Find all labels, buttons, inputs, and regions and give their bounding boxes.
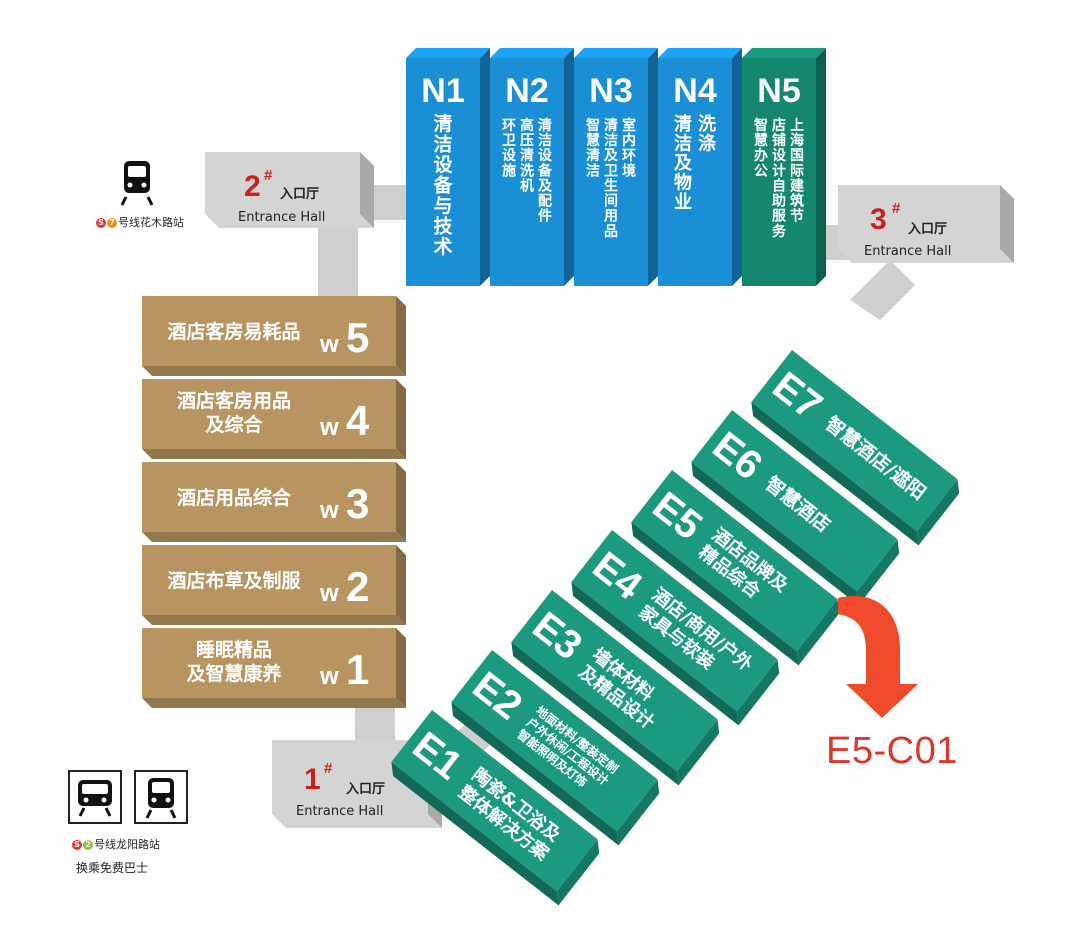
line-badge-top: 7: [107, 218, 117, 228]
hall-category: 酒店用品综合: [177, 486, 292, 509]
entrance-3-number: 3: [870, 203, 887, 236]
hall-category: 智慧办公: [753, 117, 768, 179]
entrance-3[interactable]: 3 # 入口厅 Entrance Hall: [838, 185, 1014, 263]
hall-category: 及综合: [205, 413, 263, 436]
hall-code: N5: [757, 72, 800, 110]
hall-category: 智慧清洁: [585, 117, 600, 179]
entrance-1-number: 1: [304, 763, 321, 796]
hall-category: 室内环境: [622, 117, 636, 179]
hall-code-letter: w: [319, 580, 339, 607]
metro-train-icon: [134, 770, 188, 824]
entrance-2-cn: 入口厅: [280, 187, 319, 202]
hall-category: 环卫设施: [502, 118, 517, 179]
metro-train-icon: [110, 155, 164, 209]
entrance-2[interactable]: 2 # 入口厅 Entrance Hall: [205, 152, 374, 228]
hall-code-letter: w: [319, 663, 339, 690]
entrance-3-mark: #: [892, 200, 901, 217]
hall-code: N2: [505, 72, 548, 110]
hall-category: 清洁及物业: [674, 114, 693, 213]
station-bottom-note: 换乘免费巴士: [76, 861, 149, 875]
hall-code-digit: 4: [346, 397, 370, 444]
entrance-3-en: Entrance Hall: [864, 244, 951, 259]
hall-category: 清洁及卫生间用品: [604, 117, 619, 240]
hall-code: N4: [673, 72, 717, 110]
hall-category: 高压清洗机: [520, 117, 534, 194]
hall-code-digit: 3: [346, 480, 369, 527]
connector-2-west: [318, 220, 358, 300]
hall-category: 清洁设备与技术: [432, 112, 453, 258]
hall-category: 洗涤: [698, 113, 716, 154]
hall-category: 酒店客房易耗品: [167, 320, 300, 343]
hall-category: 酒店布草及制服: [167, 569, 301, 592]
down-arrow-icon: [838, 595, 918, 718]
entrance-2-mark: #: [264, 167, 273, 184]
hall-category: 酒店客房用品: [177, 389, 291, 412]
station-bottom-name: 号线龙阳路站: [94, 838, 160, 851]
entrance-2-en: Entrance Hall: [238, 210, 325, 225]
metro-logo-icon: S: [72, 840, 82, 850]
entrance-3-cn: 入口厅: [908, 222, 947, 237]
hall-code-letter: w: [319, 414, 339, 441]
hall-category: 清洁设备及配件: [537, 117, 553, 225]
entrance-1-en: Entrance Hall: [296, 804, 383, 819]
connector-3-east: [850, 260, 915, 320]
station-top-name: 号线花木路站: [118, 216, 184, 229]
metro-train-icon: [68, 770, 122, 824]
entrance-2-number: 2: [244, 170, 261, 203]
booth-label: E5-C01: [826, 730, 958, 772]
hall-code-digit: 2: [346, 563, 369, 610]
hall-category: 店铺设计自助服务: [772, 117, 787, 240]
hall-category: 及智慧康养: [186, 662, 281, 685]
hall-code: N1: [421, 72, 464, 110]
entrance-1-cn: 入口厅: [346, 782, 385, 797]
hall-code-letter: w: [319, 331, 339, 358]
hall-code-digit: 5: [346, 314, 369, 361]
entrance-1-mark: #: [324, 760, 333, 777]
east-halls: E1陶瓷&卫浴及整体解决方案E2地面材料/整装定制户外休闲/工程设计智能照明及灯…: [391, 350, 960, 906]
hall-code-letter: w: [319, 497, 339, 524]
hall-code-digit: 1: [346, 646, 369, 693]
metro-logo-icon: S: [96, 218, 106, 228]
hall-category: 睡眠精品: [196, 638, 272, 661]
line-badge-bottom: 2: [83, 840, 93, 850]
hall-category: 上海国际建筑节: [790, 118, 804, 225]
hall-code: N3: [589, 72, 632, 110]
